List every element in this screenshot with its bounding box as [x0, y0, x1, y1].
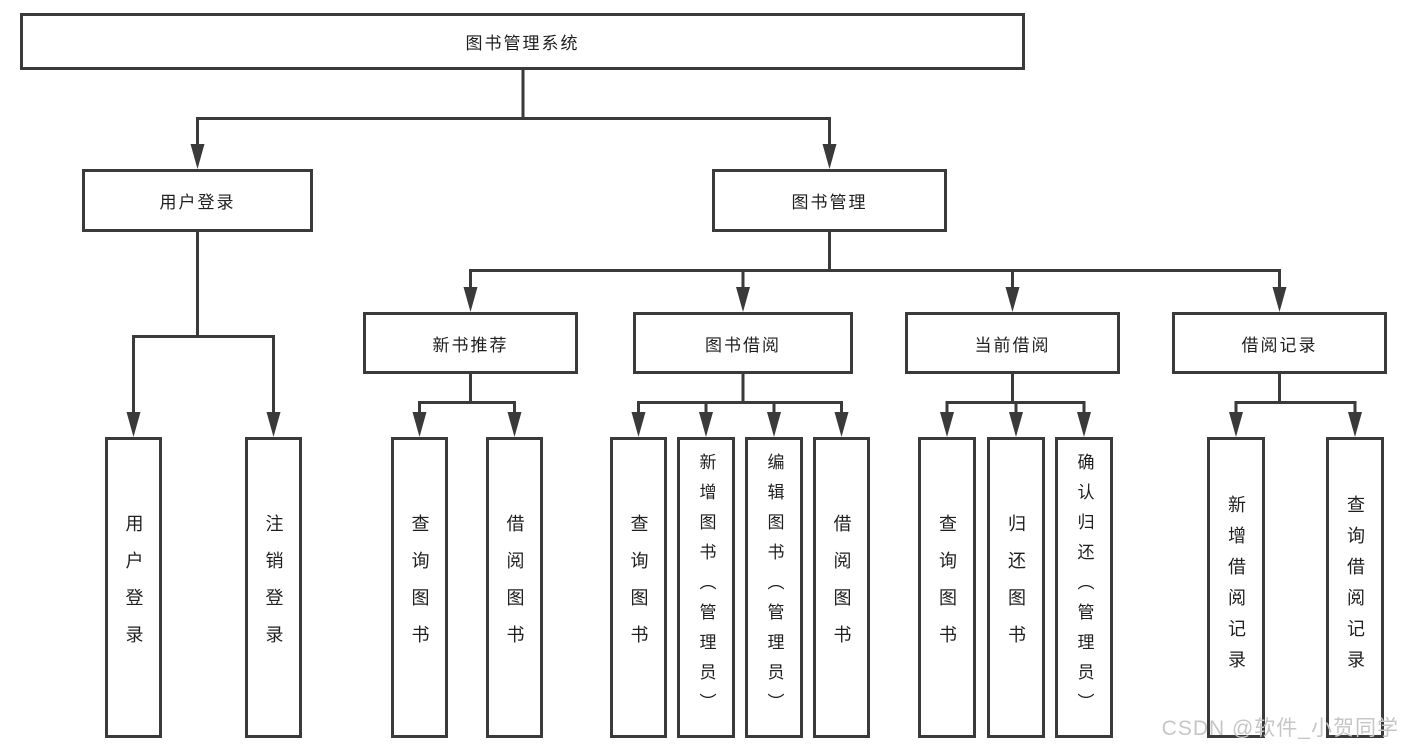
leaf-logout-label: 注销登录: [263, 513, 284, 662]
borrow-records-label: 借阅记录: [1241, 335, 1318, 355]
leaf-borrow-edit: 编辑图书（管理员）: [745, 437, 803, 738]
leaf-current-confirm-label: 确认归还（管理员）: [1074, 452, 1094, 723]
book-mgmt-label: 图书管理: [791, 193, 868, 212]
node-book-borrow: 图书借阅: [633, 312, 853, 374]
user-login-label: 用户登录: [159, 193, 236, 212]
leaf-records-query-label: 查询借阅记录: [1345, 494, 1365, 681]
leaf-records-add: 新增借阅记录: [1207, 437, 1265, 738]
leaf-borrow-borrow-label: 借阅图书: [831, 513, 852, 662]
root-label: 图书管理系统: [465, 34, 580, 53]
leaf-current-query-label: 查询图书: [937, 513, 957, 662]
node-book-mgmt: 图书管理: [712, 169, 947, 232]
node-borrow-records: 借阅记录: [1172, 312, 1387, 374]
leaf-records-add-label: 新增借阅记录: [1226, 494, 1246, 681]
new-book-label: 新书推荐: [432, 335, 509, 355]
leaf-borrow-add: 新增图书（管理员）: [677, 437, 735, 738]
leaf-newbook-borrow-label: 借阅图书: [504, 513, 525, 662]
book-borrow-label: 图书借阅: [705, 335, 781, 355]
leaf-logout: 注销登录: [245, 437, 302, 738]
leaf-newbook-query-label: 查询图书: [409, 513, 430, 662]
node-current-borrow: 当前借阅: [905, 312, 1120, 374]
leaf-current-return: 归还图书: [987, 437, 1045, 738]
node-root: 图书管理系统: [20, 13, 1025, 70]
leaf-current-return-label: 归还图书: [1006, 513, 1026, 662]
current-borrow-label: 当前借阅: [974, 335, 1051, 355]
leaf-records-query: 查询借阅记录: [1326, 437, 1384, 738]
leaf-newbook-borrow: 借阅图书: [486, 437, 543, 738]
leaf-borrow-add-label: 新增图书（管理员）: [696, 452, 716, 723]
node-user-login: 用户登录: [82, 169, 313, 232]
leaf-user-login: 用户登录: [105, 437, 162, 738]
csdn-watermark: CSDN @软件_小贺同学: [1161, 717, 1399, 740]
arrowhead-icons: [126, 144, 1362, 437]
leaf-current-confirm: 确认归还（管理员）: [1055, 437, 1113, 738]
node-new-book: 新书推荐: [363, 312, 578, 374]
leaf-newbook-query: 查询图书: [391, 437, 448, 738]
leaf-borrow-query: 查询图书: [610, 437, 667, 738]
leaf-current-query: 查询图书: [918, 437, 976, 738]
leaf-borrow-query-label: 查询图书: [628, 513, 649, 662]
leaf-borrow-edit-label: 编辑图书（管理员）: [764, 452, 784, 723]
leaf-borrow-borrow: 借阅图书: [813, 437, 870, 738]
leaf-user-login-label: 用户登录: [123, 513, 144, 662]
